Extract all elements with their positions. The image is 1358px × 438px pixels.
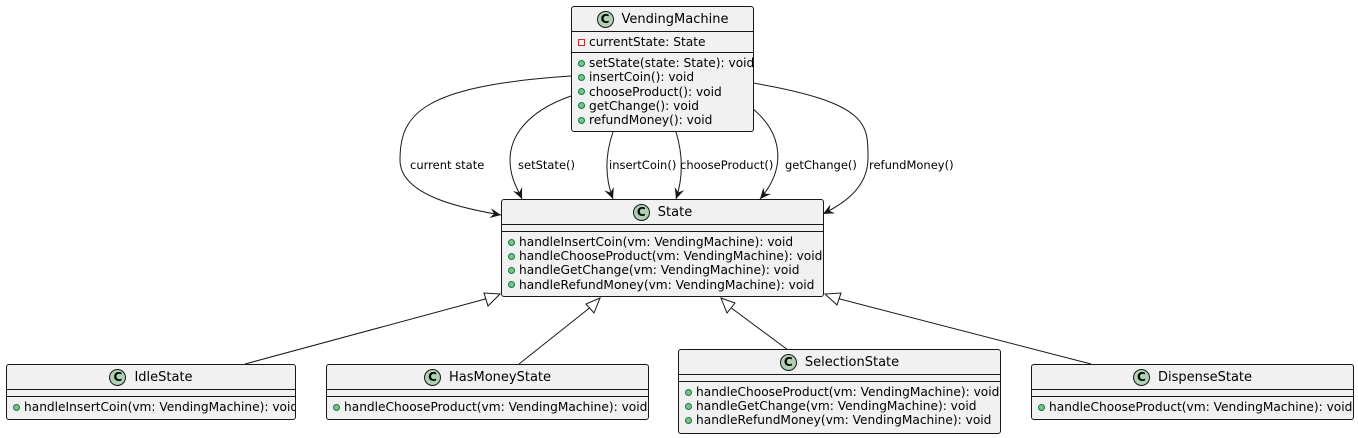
edge-idle-inherits — [244, 297, 490, 365]
public-method-icon — [1038, 403, 1045, 411]
public-method-icon — [578, 88, 585, 96]
class-icon: C — [779, 353, 797, 371]
edge-current-state — [399, 75, 572, 219]
class-name: IdleState — [134, 369, 193, 385]
method: handleRefundMoney(vm: VendingMachine): v… — [519, 277, 815, 292]
edge-insert-coin — [604, 131, 614, 200]
public-method-icon — [508, 281, 515, 289]
public-method-icon — [508, 252, 515, 260]
edge-label-choose-product: chooseProduct() — [680, 158, 774, 172]
public-method-icon — [508, 267, 515, 274]
method: refundMoney(): void — [589, 113, 713, 128]
method: handleRefundMoney(vm: VendingMachine): v… — [696, 413, 992, 428]
class-has-money-state[interactable]: C HasMoneyState handleChooseProduct(vm: V… — [326, 364, 649, 420]
class-icon: C — [1132, 368, 1150, 386]
public-method-icon — [685, 388, 692, 396]
edge-label-current-state: current state — [410, 158, 485, 172]
edge-set-state — [509, 95, 572, 200]
method: handleInsertCoin(vm: VendingMachine): vo… — [24, 400, 296, 414]
class-icon: C — [423, 368, 441, 386]
class-name: HasMoneyState — [448, 369, 552, 385]
public-method-icon — [578, 74, 585, 81]
class-vending-machine[interactable]: C VendingMachine currentState: State setS… — [571, 6, 754, 132]
public-method-icon — [685, 402, 692, 410]
public-method-icon — [333, 403, 340, 411]
public-method-icon — [685, 417, 692, 424]
edge-choose-product — [674, 131, 685, 200]
edge-label-refund-money: refundMoney() — [869, 158, 954, 172]
edge-label-insert-coin: insertCoin() — [609, 158, 677, 172]
class-name: State — [657, 204, 693, 220]
class-dispense-state[interactable]: C DispenseState handleChooseProduct(vm: V… — [1031, 364, 1354, 420]
class-selection-state[interactable]: C SelectionState handleChooseProduct(vm: … — [678, 349, 1001, 434]
method: handleInsertCoin(vm: VendingMachine): vo… — [519, 235, 794, 249]
method: insertCoin(): void — [589, 70, 695, 85]
private-field-icon — [578, 38, 585, 46]
method: handleChooseProduct(vm: VendingMachine):… — [344, 400, 648, 414]
class-icon: C — [632, 203, 650, 221]
edge-dispense-inherits — [835, 297, 1092, 365]
public-method-icon — [508, 238, 515, 246]
class-idle-state[interactable]: C IdleState handleInsertCoin(vm: VendingM… — [6, 364, 296, 420]
public-method-icon — [13, 403, 20, 411]
class-icon: C — [109, 368, 127, 386]
method: handleGetChange(vm: VendingMachine): voi… — [519, 263, 800, 278]
method: handleChooseProduct(vm: VendingMachine):… — [1049, 400, 1353, 414]
edge-hasmoney-inherits — [518, 305, 593, 365]
public-method-icon — [578, 59, 585, 67]
field: currentState: State — [589, 35, 706, 49]
method: setState(state: State): void — [589, 56, 754, 71]
edge-refund-money — [752, 82, 869, 215]
method: handleChooseProduct(vm: VendingMachine):… — [519, 249, 823, 264]
edge-label-set-state: setState() — [518, 158, 575, 172]
class-state[interactable]: C State handleInsertCoin(vm: VendingMachi… — [501, 199, 824, 297]
inherit-arrowhead — [720, 297, 736, 314]
class-name: DispenseState — [1157, 369, 1253, 385]
class-name: VendingMachine — [621, 11, 729, 27]
edge-get-change — [751, 107, 779, 200]
class-icon: C — [596, 10, 614, 28]
method: getChange(): void — [589, 98, 699, 113]
edge-selection-inherits — [729, 306, 789, 351]
public-method-icon — [578, 116, 585, 124]
inherit-arrowhead — [823, 292, 842, 306]
inherit-arrowhead — [585, 297, 601, 314]
inherit-arrowhead — [483, 292, 502, 307]
public-method-icon — [578, 102, 585, 110]
class-name: SelectionState — [804, 354, 900, 370]
method: chooseProduct(): void — [589, 84, 722, 99]
edge-label-get-change: getChange() — [785, 158, 857, 172]
method: handleGetChange(vm: VendingMachine): voi… — [696, 399, 977, 414]
method: handleChooseProduct(vm: VendingMachine):… — [696, 385, 1000, 399]
